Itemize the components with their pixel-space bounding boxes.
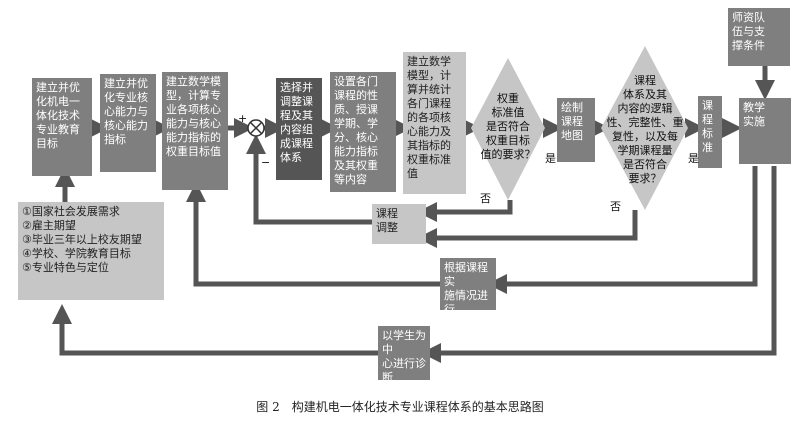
node-course-standard: 课程 标准: [698, 96, 722, 168]
label-plus: +: [238, 112, 248, 125]
decision-1-text: 权重 标准值 是否符合 权重目标 值的要求？: [480, 92, 536, 161]
arrow-diagnose1-to-model1: [186, 182, 440, 287]
node-goal-sources: ①国家社会发展需求 ②雇主期望 ③毕业三年以上校友期望 ④学校、学院教育目标 ⑤…: [18, 202, 164, 300]
node-standard-model: 建立数学 模型，计 算并统计 各门课程 的各项核 心能力及 其指标的 权重标准 …: [403, 52, 466, 194]
decision-diamond-2: [601, 46, 688, 210]
decision-2-text: 课程 体系及其 内容的逻辑 性、完整性、重 复性，以及每 学期课程量 是否符合 …: [606, 74, 684, 185]
arrow-adjust-to-junction: [246, 134, 372, 225]
arrow-teaching-to-diagnose2: [421, 166, 777, 363]
node-teacher-support: 师资队 伍与支 撑条件: [728, 8, 790, 66]
node-education-goal: 建立并优 化机电一 体化技术 专业教育 目标: [32, 78, 92, 176]
arrow-teaching-to-diagnose1: [487, 166, 758, 294]
label-no-1: 否: [480, 192, 491, 205]
node-weight-model: 建立数学模 型，计算专 业各项核心 能力与核心 能力指标的 权重目标值: [162, 72, 228, 190]
label-yes-1: 是: [545, 152, 556, 165]
node-select-courses: 选择并 调整课 程及其 内容组 成课程 体系: [276, 78, 322, 180]
label-no-2: 否: [610, 200, 621, 213]
node-student-centered-diagnosis: 以学生为中 心进行诊断 与改进: [378, 326, 430, 398]
node-set-course-properties: 设置各门 课程的性 质、授课 学期、学 分、核心 能力指标 及其权重 等内容: [330, 72, 396, 192]
arrow-d2-no-to-adjust: [417, 210, 638, 248]
arrow-diagnose2-to-sources: [52, 304, 378, 356]
node-course-map: 绘制 课程 地图: [557, 98, 595, 162]
node-core-ability: 建立并优 化专业核 心能力与 核心能力 指标: [100, 74, 156, 172]
node-teaching-implementation: 教学 实施: [739, 98, 791, 164]
node-course-adjust: 课程 调整: [372, 204, 426, 244]
label-yes-2: 是: [688, 152, 699, 165]
figure-caption: 图 2 构建机电一体化技术专业课程体系的基本思路图: [256, 400, 544, 414]
label-minus: −: [261, 156, 271, 169]
node-diagnose-by-implementation: 根据课程实 施情况进行 诊断改进: [440, 258, 496, 330]
arrow-d1-no-to-adjust: [417, 200, 513, 222]
decision-diamond-1: [471, 58, 545, 200]
junction-cross-icon: [249, 121, 263, 135]
